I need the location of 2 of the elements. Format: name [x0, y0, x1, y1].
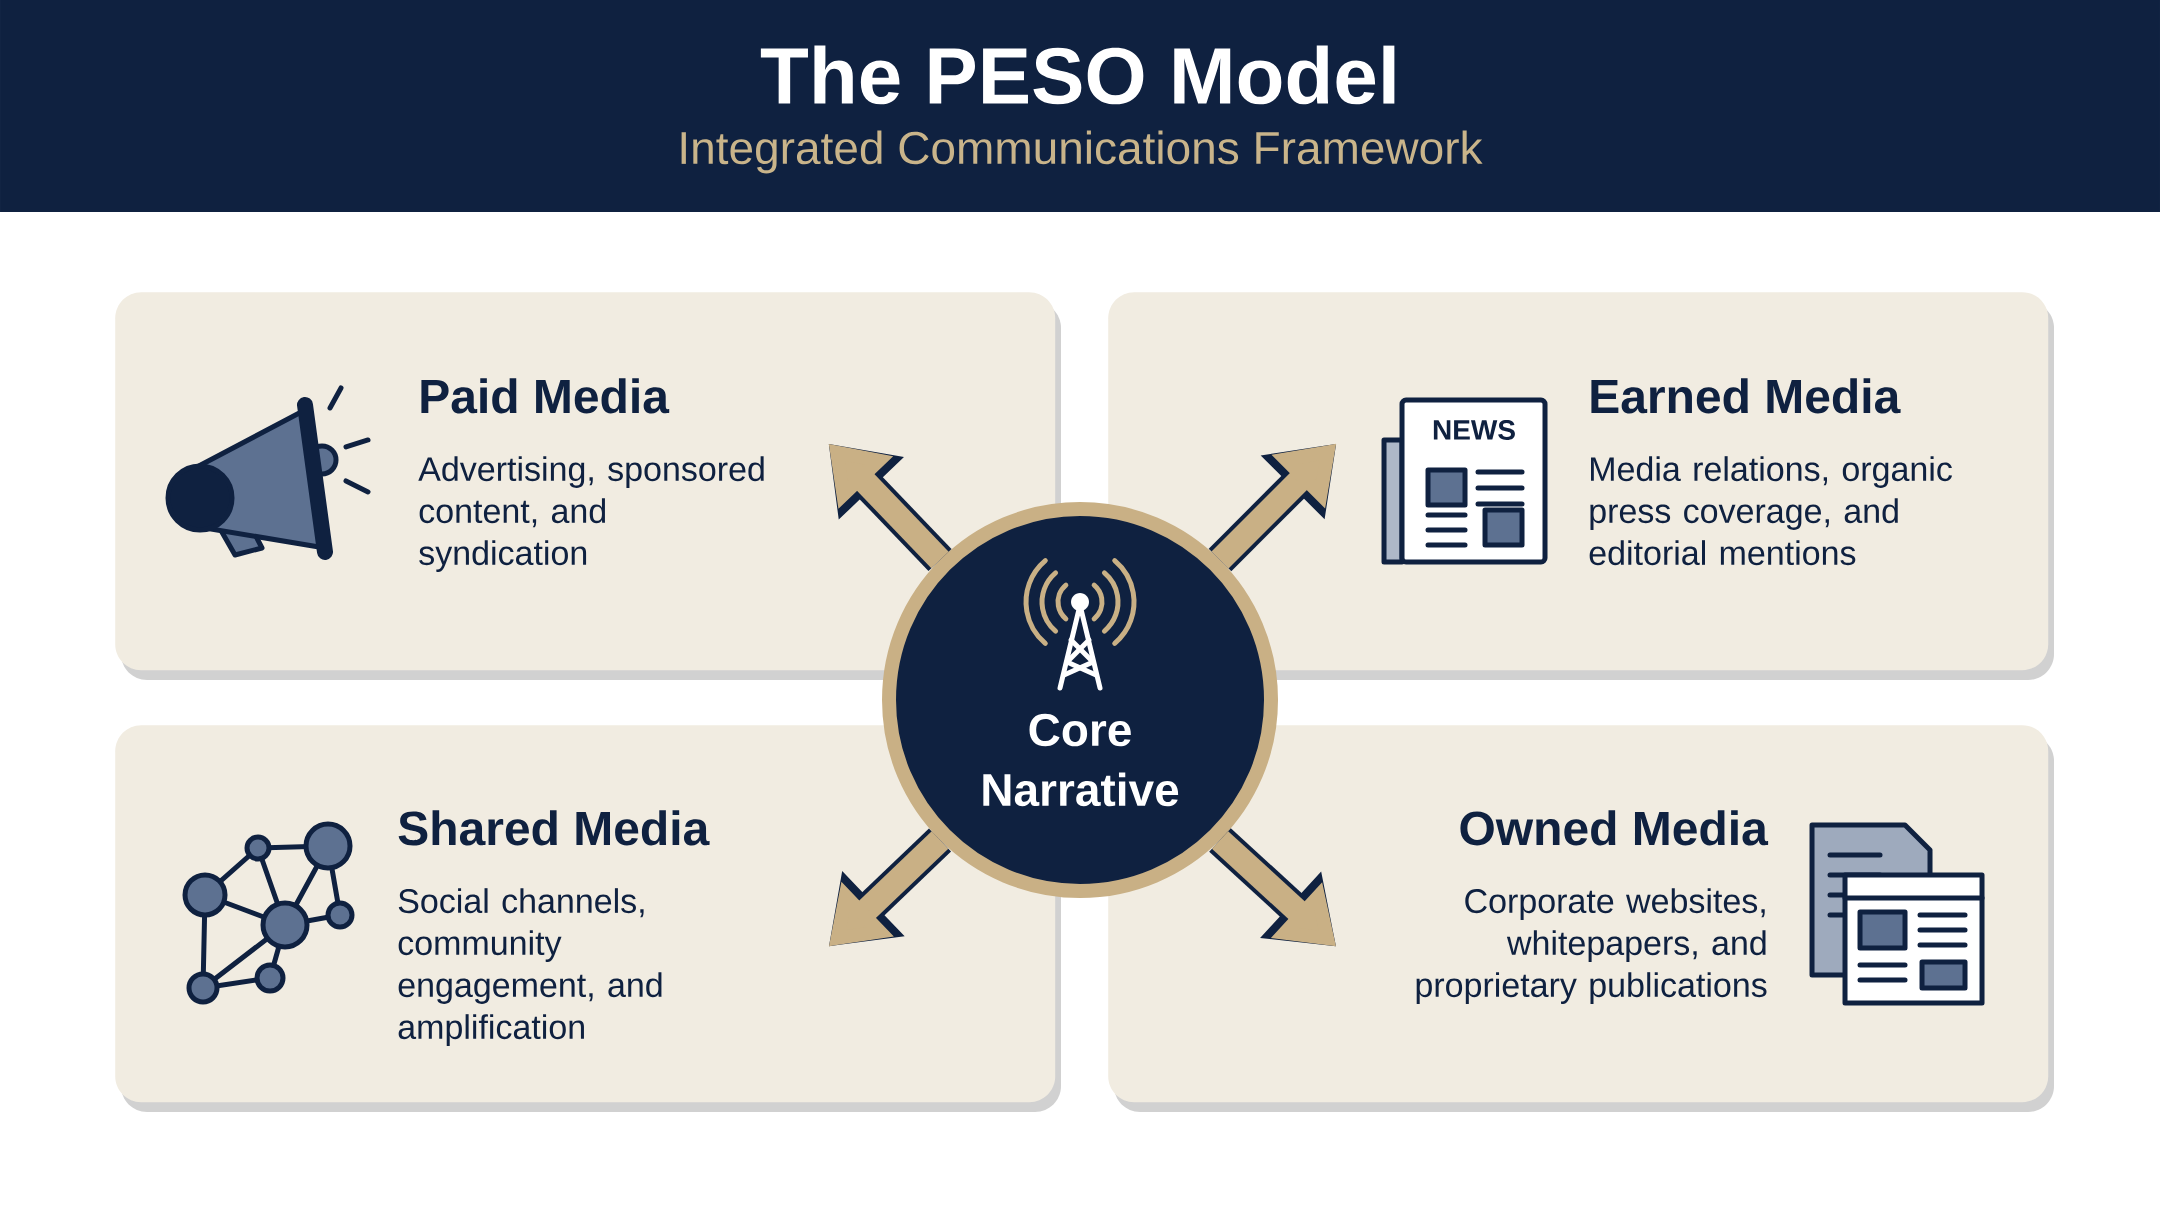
subtitle: Integrated Communications Framework — [681, 130, 1483, 174]
title: The PESO Model — [760, 45, 1395, 105]
